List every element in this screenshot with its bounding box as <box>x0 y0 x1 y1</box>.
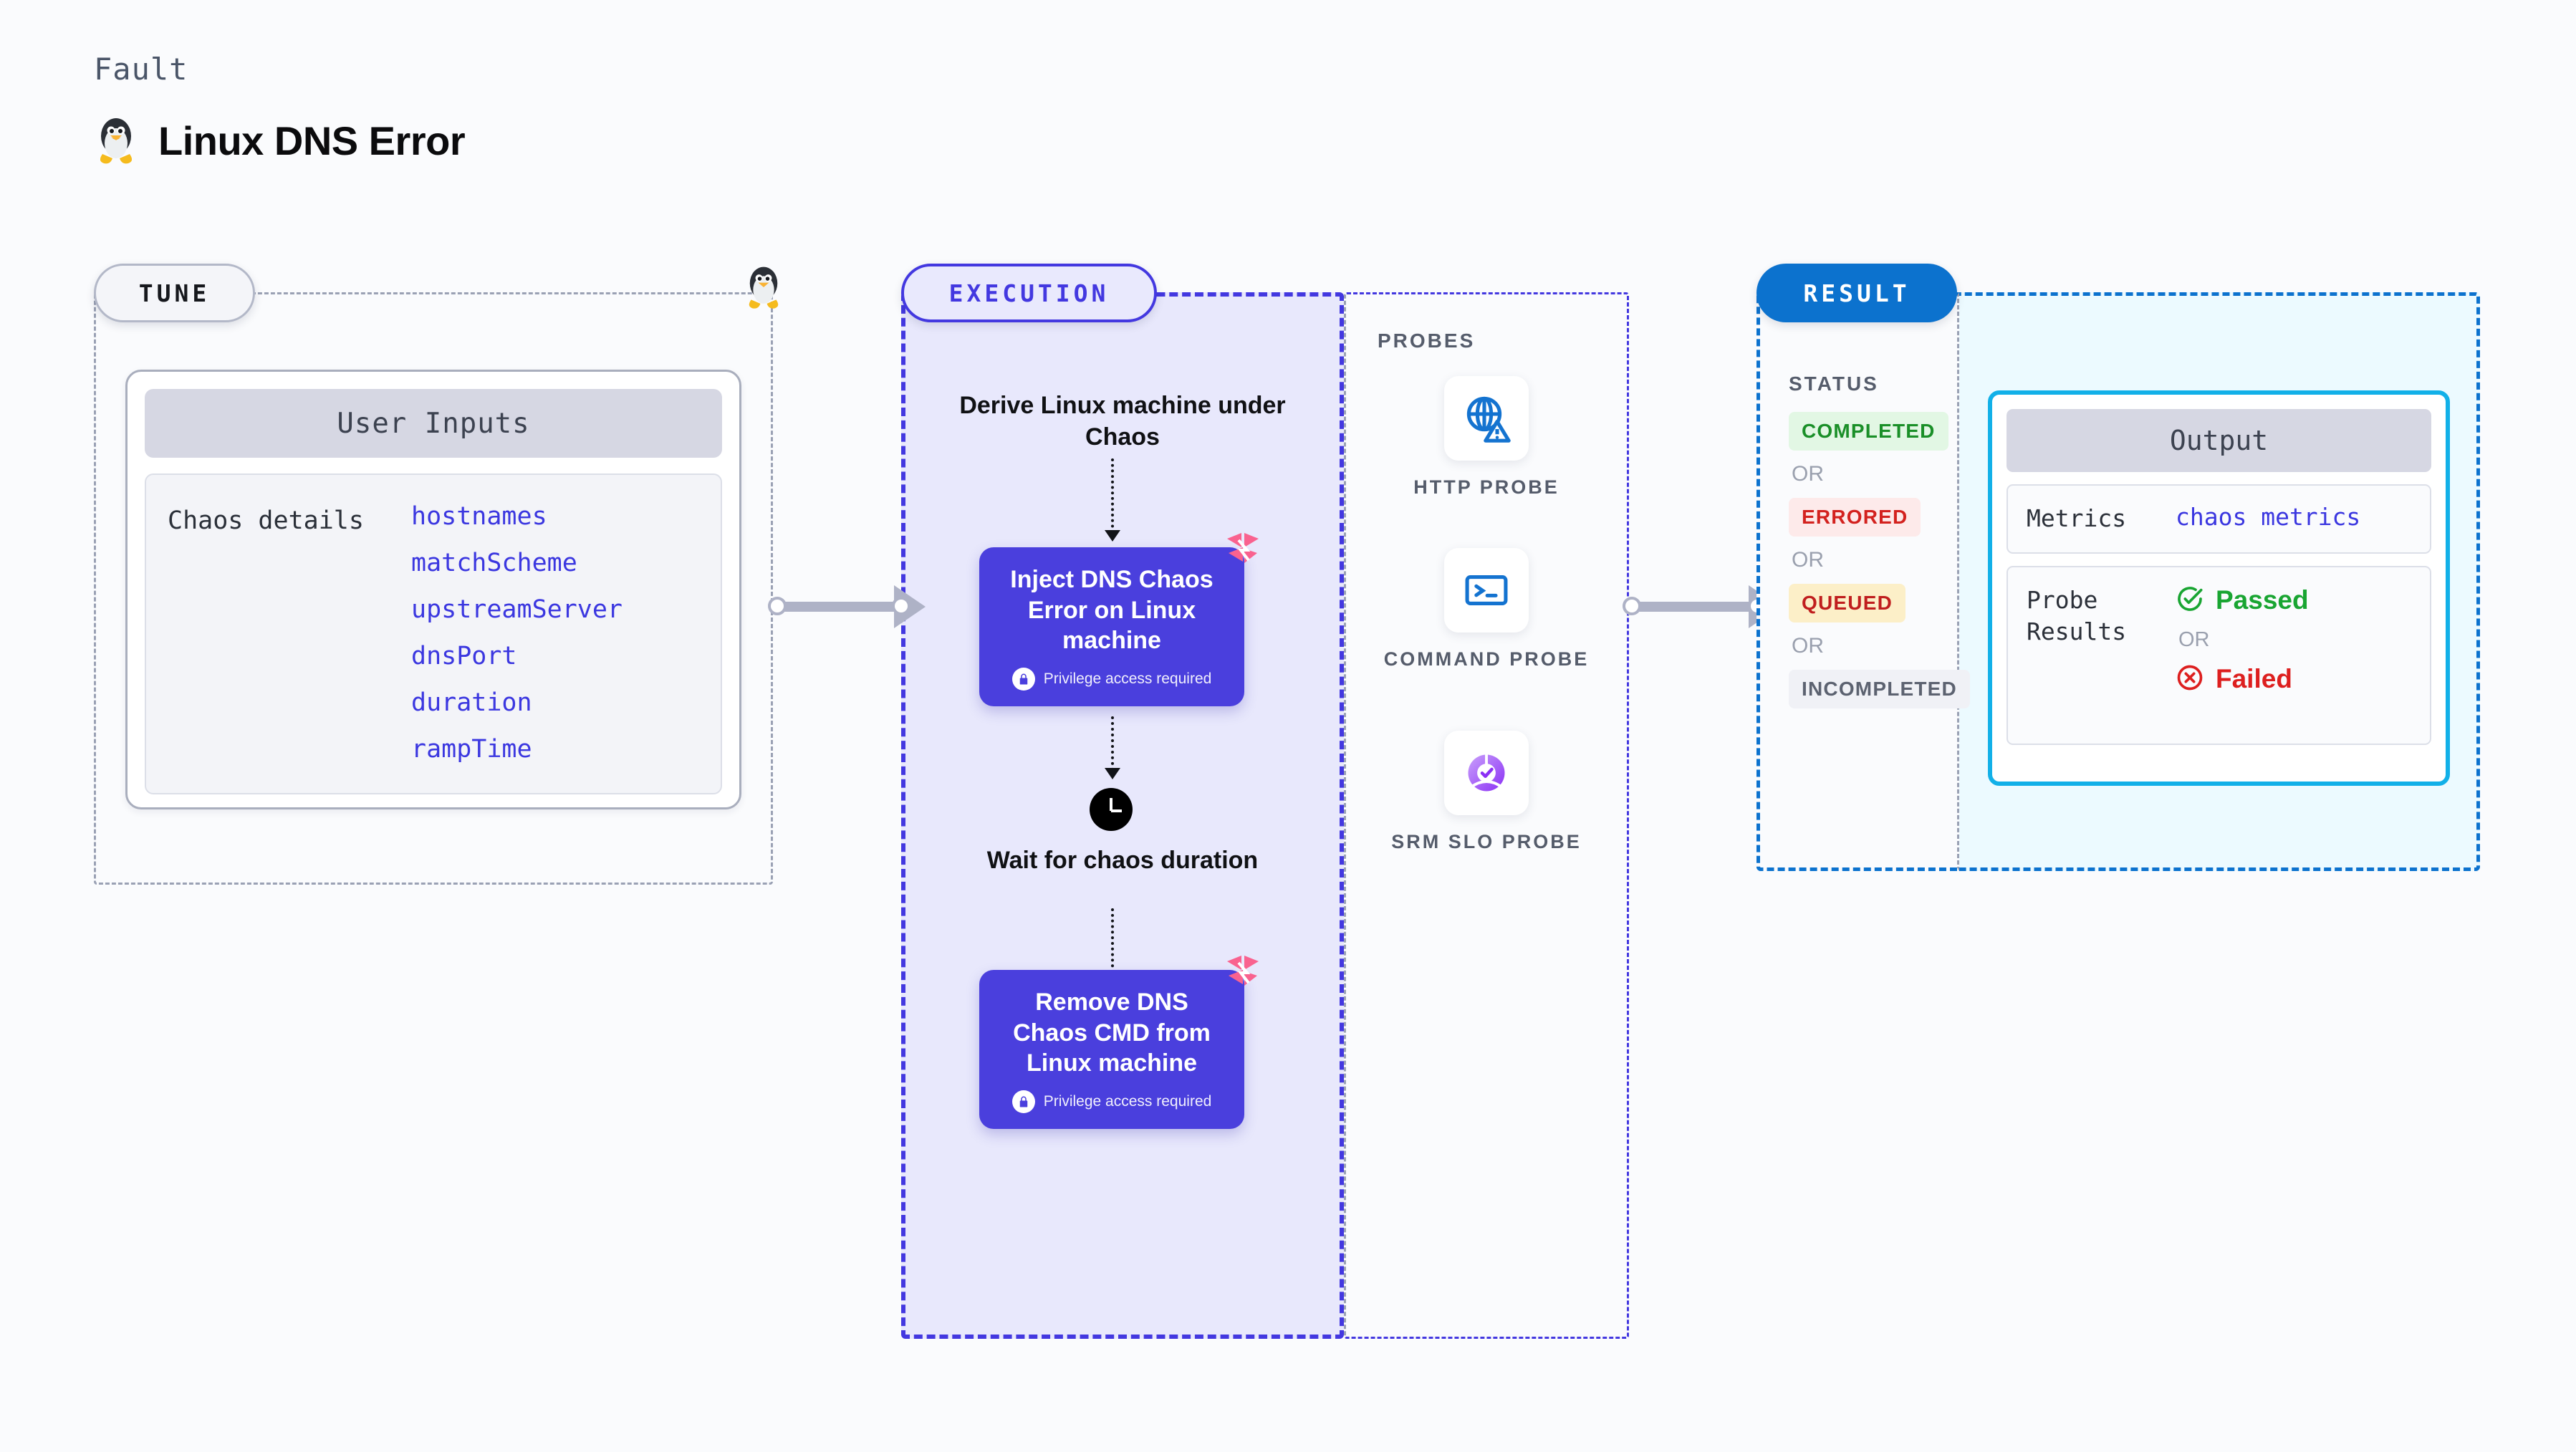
chaos-details-input-list: hostnames matchScheme upstreamServer dns… <box>411 502 623 793</box>
clock-icon <box>1090 788 1133 831</box>
status-badge-errored: ERRORED <box>1789 498 1921 537</box>
probe-command[interactable]: COMMAND PROBE <box>1344 548 1629 672</box>
probe-result-passed-text: Passed <box>2216 585 2309 615</box>
output-card: Output Metrics chaos metrics Probe Resul… <box>1988 390 2450 786</box>
tune-label-pill[interactable]: TUNE <box>94 264 255 322</box>
page-header: Linux DNS Error <box>94 115 466 166</box>
inject-chaos-note: Privilege access required <box>1043 670 1212 687</box>
remove-chaos-title: Remove DNS Chaos CMD from Linux machine <box>1013 989 1211 1077</box>
probe-srm-slo[interactable]: SRM SLO PROBE <box>1344 731 1629 855</box>
flow-arrow-2 <box>1105 716 1120 779</box>
flow-arrow-1 <box>1105 458 1120 542</box>
connector-dot-tune <box>768 597 787 615</box>
metrics-value[interactable]: chaos metrics <box>2176 503 2361 531</box>
probe-results-values: Passed OR Failed <box>2163 585 2309 726</box>
x-circle-icon <box>2176 663 2204 696</box>
harness-logo-icon <box>1223 529 1263 572</box>
check-circle-icon <box>2176 585 2204 617</box>
terminal-icon <box>1444 548 1529 633</box>
probe-result-or: OR <box>2178 628 2210 651</box>
input-duration[interactable]: duration <box>411 688 532 717</box>
probe-result-failed: Failed <box>2176 663 2309 696</box>
user-inputs-card: User Inputs Chaos details hostnames matc… <box>125 370 741 809</box>
probes-panel <box>1344 292 1629 1339</box>
user-inputs-title: User Inputs <box>145 389 722 458</box>
inject-chaos-note-row: Privilege access required <box>998 667 1226 691</box>
input-dnsport[interactable]: dnsPort <box>411 642 517 670</box>
wait-duration-label: Wait for chaos duration <box>986 847 1259 874</box>
status-badge-completed: COMPLETED <box>1789 412 1948 451</box>
output-metrics-row: Metrics chaos metrics <box>2007 484 2431 554</box>
remove-chaos-note-row: Privilege access required <box>998 1090 1226 1113</box>
output-probe-results-row: Probe Results Passed OR <box>2007 565 2431 745</box>
tune-panel <box>94 292 773 885</box>
flow-arrow-3 <box>1105 908 1120 981</box>
input-hostnames[interactable]: hostnames <box>411 502 547 531</box>
harness-logo-icon <box>1223 951 1263 995</box>
remove-chaos-note: Privilege access required <box>1043 1092 1212 1110</box>
input-ramptime[interactable]: rampTime <box>411 735 532 764</box>
status-badge-queued: QUEUED <box>1789 584 1905 622</box>
status-heading: STATUS <box>1789 372 1879 395</box>
linux-penguin-marker-icon <box>743 264 784 314</box>
result-status-panel <box>1756 292 1959 871</box>
inject-chaos-card[interactable]: Inject DNS Chaos Error on Linux machine … <box>979 533 1259 706</box>
user-inputs-body: Chaos details hostnames matchScheme upst… <box>145 473 722 794</box>
probe-http[interactable]: HTTP PROBE <box>1344 376 1629 500</box>
connector-dot-execution <box>892 597 910 615</box>
derive-machine-step-label: Derive Linux machine under Chaos <box>959 392 1286 451</box>
page-eyebrow: Fault <box>94 52 188 87</box>
status-list: COMPLETED OR ERRORED OR QUEUED OR INCOMP… <box>1789 412 1970 708</box>
input-matchscheme[interactable]: matchScheme <box>411 549 577 577</box>
probe-result-passed: Passed <box>2176 585 2309 617</box>
status-badge-incompleted: INCOMPLETED <box>1789 670 1970 708</box>
probes-heading: PROBES <box>1378 330 1476 352</box>
status-or-1: OR <box>1792 462 1824 486</box>
probe-srm-slo-label: SRM SLO PROBE <box>1391 831 1582 852</box>
probe-http-label: HTTP PROBE <box>1413 476 1559 498</box>
page-title: Linux DNS Error <box>158 117 466 163</box>
remove-chaos-card[interactable]: Remove DNS Chaos CMD from Linux machine … <box>979 956 1259 1129</box>
slo-check-icon <box>1444 731 1529 815</box>
status-or-2: OR <box>1792 548 1824 572</box>
execution-label-pill[interactable]: EXECUTION <box>901 264 1157 322</box>
chaos-details-label: Chaos details <box>168 506 364 535</box>
globe-warning-icon <box>1444 376 1529 461</box>
lock-icon <box>1011 1090 1035 1113</box>
connector-probes-to-result <box>1632 585 1780 628</box>
result-label-pill[interactable]: RESULT <box>1756 264 1957 322</box>
linux-penguin-icon <box>94 115 138 166</box>
output-title: Output <box>2007 409 2431 472</box>
metrics-label: Metrics <box>2027 504 2127 532</box>
probe-results-label: Probe Results <box>2027 585 2127 646</box>
input-upstreamserver[interactable]: upstreamServer <box>411 595 623 624</box>
status-or-3: OR <box>1792 634 1824 658</box>
lock-icon <box>1011 667 1035 691</box>
connector-tune-to-execution <box>777 585 926 628</box>
connector-dot-probes <box>1623 597 1641 615</box>
probe-command-label: COMMAND PROBE <box>1383 648 1590 670</box>
probe-result-failed-text: Failed <box>2216 664 2292 694</box>
inject-chaos-title: Inject DNS Chaos Error on Linux machine <box>1010 566 1213 654</box>
